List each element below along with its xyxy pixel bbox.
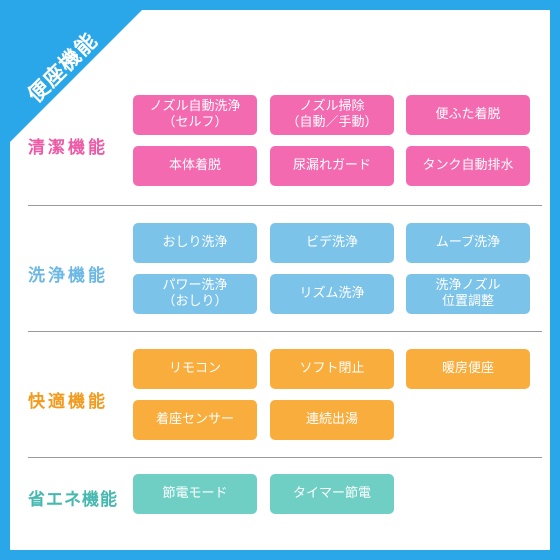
feature-nozzle-cleaning[interactable]: ノズル掃除 （自動／手動） (270, 95, 394, 135)
feature-panel: 便座機能 清潔機能 ノズル自動洗浄 （セルフ） ノズル掃除 （自動／手動） 便ふ… (10, 10, 550, 550)
divider-3 (28, 457, 542, 458)
feature-heated-seat[interactable]: 暖房便座 (406, 349, 530, 389)
section-label-comfort: 快適機能 (28, 392, 108, 412)
feature-seat-sensor[interactable]: 着座センサー (133, 400, 257, 440)
section-label-eco: 省エネ機能 (28, 490, 118, 510)
feature-rear-wash[interactable]: おしり洗浄 (133, 223, 257, 263)
section-wash: 洗浄機能 おしり洗浄 ビデ洗浄 ムーブ洗浄 パワー洗浄 （おしり） リズム洗浄 … (28, 223, 542, 323)
corner-tag: 便座機能 (10, 10, 150, 150)
divider-2 (28, 331, 542, 332)
feature-soft-close[interactable]: ソフト閉止 (270, 349, 394, 389)
feature-nozzle-position[interactable]: 洗浄ノズル 位置調整 (406, 274, 530, 314)
section-clean: 清潔機能 ノズル自動洗浄 （セルフ） ノズル掃除 （自動／手動） 便ふた着脱 本… (28, 95, 542, 195)
feature-move-wash[interactable]: ムーブ洗浄 (406, 223, 530, 263)
feature-lid-removable[interactable]: 便ふた着脱 (406, 95, 530, 135)
feature-remote[interactable]: リモコン (133, 349, 257, 389)
feature-rhythm-wash[interactable]: リズム洗浄 (270, 274, 394, 314)
feature-timer-power-save[interactable]: タイマー節電 (270, 474, 394, 514)
corner-tag-triangle (10, 10, 142, 142)
feature-power-save-mode[interactable]: 節電モード (133, 474, 257, 514)
section-eco: 省エネ機能 節電モード タイマー節電 (28, 474, 542, 524)
section-comfort: 快適機能 リモコン ソフト閉止 暖房便座 着座センサー 連続出湯 (28, 349, 542, 449)
section-label-clean: 清潔機能 (28, 138, 108, 158)
divider-1 (28, 205, 542, 206)
feature-leak-guard[interactable]: 尿漏れガード (270, 146, 394, 186)
feature-nozzle-auto-clean[interactable]: ノズル自動洗浄 （セルフ） (133, 95, 257, 135)
feature-tank-auto-drain[interactable]: タンク自動排水 (406, 146, 530, 186)
feature-power-wash[interactable]: パワー洗浄 （おしり） (133, 274, 257, 314)
feature-bidet-wash[interactable]: ビデ洗浄 (270, 223, 394, 263)
feature-body-removable[interactable]: 本体着脱 (133, 146, 257, 186)
section-label-wash: 洗浄機能 (28, 266, 108, 286)
feature-continuous-warm-water[interactable]: 連続出湯 (270, 400, 394, 440)
